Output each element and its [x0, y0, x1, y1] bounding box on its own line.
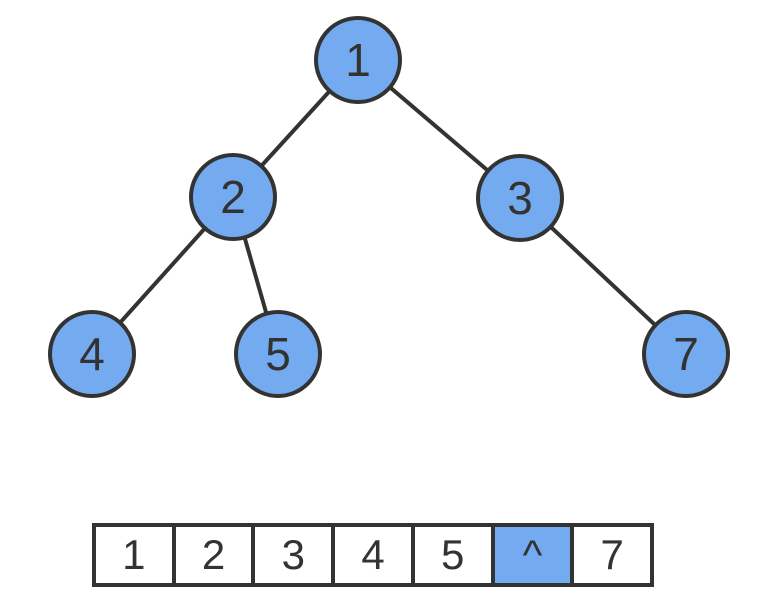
tree-node-3-label: 3 [507, 172, 533, 224]
array-cell-3-value: 4 [361, 531, 385, 578]
array-representation: 1 2 3 4 5 ^ 7 [92, 523, 654, 587]
tree-node-3: 3 [476, 154, 564, 242]
tree-node-1-label: 1 [345, 34, 371, 86]
tree-node-4-label: 4 [79, 328, 105, 380]
array-cell-1: 2 [175, 527, 256, 583]
tree-node-4: 4 [48, 310, 136, 398]
tree-node-2: 2 [189, 153, 277, 241]
array-cell-1-value: 2 [201, 531, 226, 578]
array-cell-0: 1 [96, 527, 176, 583]
array-cell-3: 4 [335, 527, 415, 583]
array-cell-2: 3 [255, 527, 336, 583]
array-cell-4: 5 [414, 527, 495, 583]
array-cell-6: 7 [574, 527, 651, 583]
array-cell-2-value: 3 [281, 531, 305, 578]
tree-node-7-label: 7 [673, 328, 699, 380]
array-cell-6-value: 7 [600, 531, 624, 578]
array-cell-5-highlighted: ^ [494, 527, 575, 583]
array-cell-4-value: 5 [441, 531, 465, 578]
array-cell-5-caret: ^ [522, 531, 543, 578]
tree-node-5-label: 5 [265, 328, 291, 380]
array-cell-0-value: 1 [122, 531, 146, 578]
tree-node-2-label: 2 [220, 171, 246, 223]
tree-node-5: 5 [234, 310, 322, 398]
tree-node-1: 1 [314, 16, 402, 104]
tree-node-7: 7 [642, 310, 730, 398]
